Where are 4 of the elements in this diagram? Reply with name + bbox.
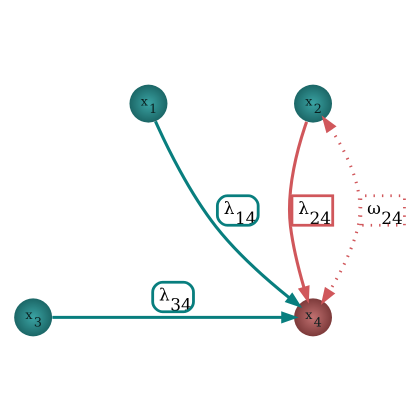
arrow	[52, 310, 299, 323]
arrow	[320, 114, 362, 304]
arrow	[154, 120, 302, 308]
arrow	[288, 120, 310, 304]
